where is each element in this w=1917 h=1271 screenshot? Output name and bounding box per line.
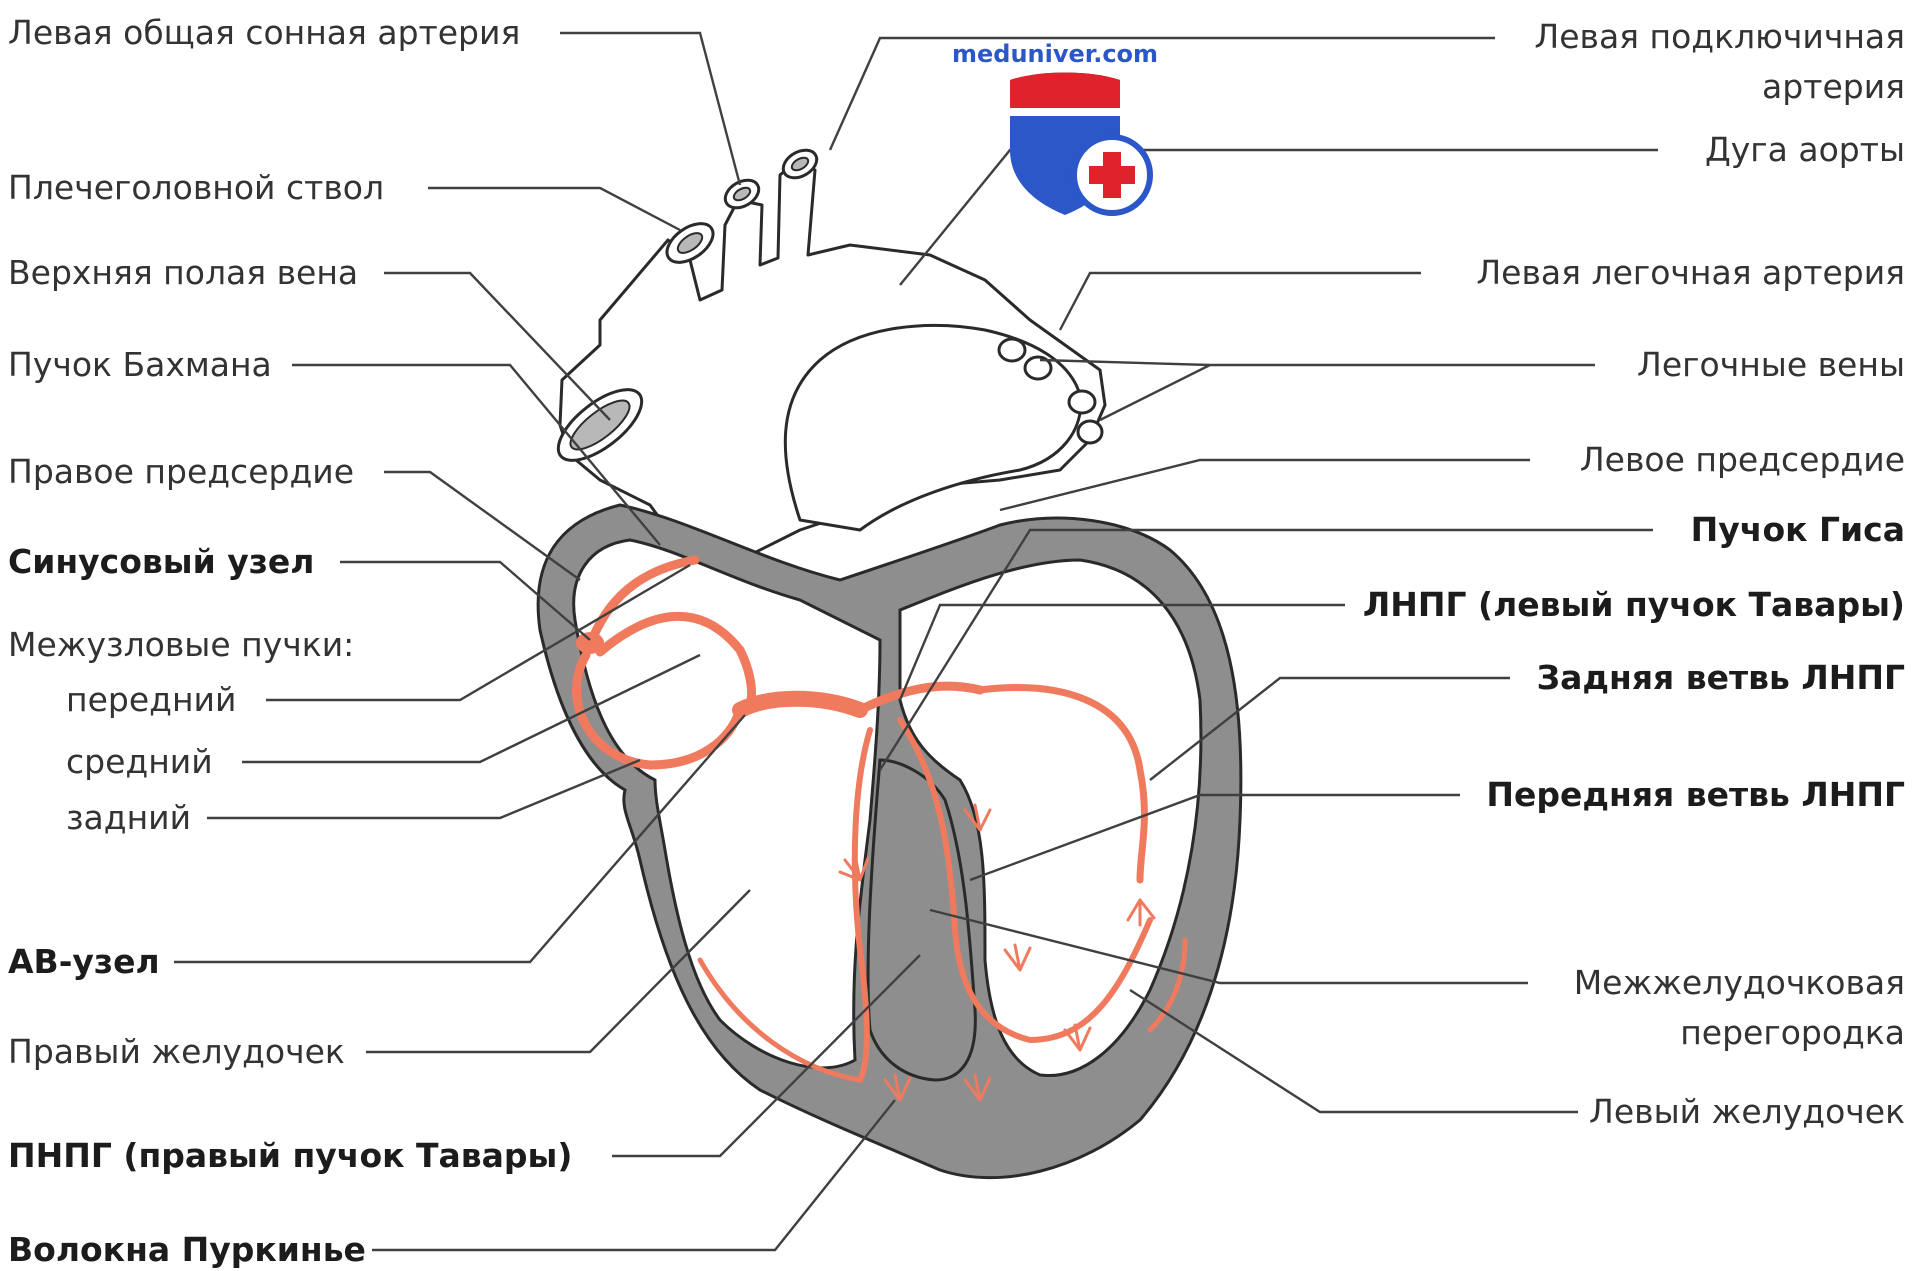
label-aortic-arch: Дуга аорты bbox=[1705, 130, 1905, 169]
label-his-bundle: Пучок Гиса bbox=[1691, 510, 1905, 549]
label-left-atrium: Левое предсердие bbox=[1580, 440, 1905, 479]
label-purkinje-fibers: Волокна Пуркинье bbox=[8, 1230, 366, 1269]
watermark-text: meduniver.com bbox=[952, 40, 1158, 68]
label-internodal-tracts: Межузловые пучки: bbox=[8, 625, 354, 664]
label-anterior-fascicle: Передняя ветвь ЛНПГ bbox=[1486, 775, 1905, 814]
label-left-common-carotid: Левая общая сонная артерия bbox=[8, 13, 520, 52]
label-posterior-fascicle: Задняя ветвь ЛНПГ bbox=[1537, 658, 1905, 697]
label-middle-tract: средний bbox=[66, 742, 213, 781]
heart-illustration bbox=[538, 145, 1241, 1178]
label-left-subclavian-line1: Левая подключичная bbox=[1534, 17, 1905, 56]
labels-right: Левая подключичная артерия Дуга аорты Ле… bbox=[1363, 17, 1905, 1131]
label-right-ventricle: Правый желудочек bbox=[8, 1032, 345, 1071]
label-septum-line1: Межжелудочковая bbox=[1574, 963, 1905, 1002]
label-right-bundle-branch: ПНПГ (правый пучок Тавары) bbox=[8, 1136, 572, 1175]
label-left-subclavian-line2: артерия bbox=[1762, 67, 1905, 106]
label-posterior-tract: задний bbox=[66, 798, 191, 837]
label-superior-vena-cava: Верхняя полая вена bbox=[8, 253, 358, 292]
watermark-logo: meduniver.com bbox=[952, 40, 1158, 215]
label-pulmonary-veins: Легочные вены bbox=[1637, 345, 1905, 384]
label-left-ventricle: Левый желудочек bbox=[1589, 1092, 1905, 1131]
label-left-pulmonary-artery: Левая легочная артерия bbox=[1476, 253, 1905, 292]
label-brachiocephalic-trunk: Плечеголовной ствол bbox=[8, 168, 384, 207]
label-sinus-node: Синусовый узел bbox=[8, 542, 314, 581]
labels-left: Левая общая сонная артерия Плечеголовной… bbox=[8, 13, 572, 1269]
label-left-bundle-branch: ЛНПГ (левый пучок Тавары) bbox=[1363, 585, 1905, 624]
label-av-node: АВ-узел bbox=[8, 942, 160, 981]
label-septum-line2: перегородка bbox=[1680, 1013, 1905, 1052]
label-anterior-tract: передний bbox=[66, 680, 236, 719]
right-chambers bbox=[574, 540, 880, 1068]
label-bachmann-bundle: Пучок Бахмана bbox=[8, 345, 272, 384]
label-right-atrium: Правое предсердие bbox=[8, 452, 354, 491]
